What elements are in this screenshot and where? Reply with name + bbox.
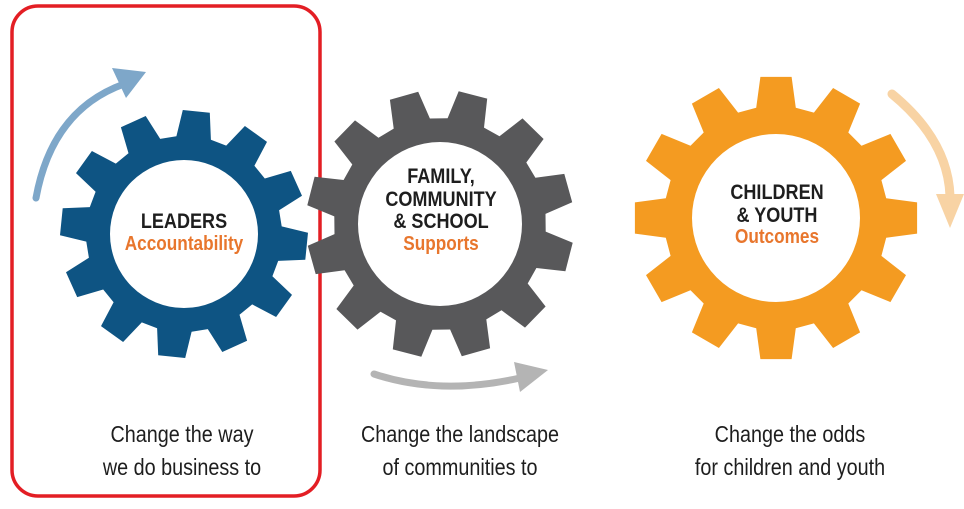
gear-subtitle: Outcomes xyxy=(734,226,820,249)
caption-line: Change the way xyxy=(110,421,254,447)
caption-line: Change the odds xyxy=(714,421,866,447)
gear-children xyxy=(634,76,918,360)
gear-label-family: FAMILY, COMMUNITY & SCHOOL Supports xyxy=(368,165,514,256)
gear-subtitle: Supports xyxy=(403,233,479,256)
gear-title: FAMILY, xyxy=(407,165,475,188)
caption-children: Change the odds for children and youth xyxy=(678,418,902,485)
caption-leaders: Change the way we do business to xyxy=(79,418,285,485)
gear-subtitle: Accountability xyxy=(124,232,244,255)
gear-family xyxy=(307,91,573,357)
gear-title: LEADERS xyxy=(140,210,228,233)
gear-leaders xyxy=(60,110,308,358)
caption-line: for children and youth xyxy=(694,454,886,481)
curved-arrow-right-icon xyxy=(370,362,548,392)
caption-line: of communities to xyxy=(382,454,538,481)
caption-line: we do business to xyxy=(102,454,262,481)
curved-arrow-up-right-icon xyxy=(32,68,146,202)
gear-title: & SCHOOL xyxy=(393,210,489,234)
caption-line: Change the landscape xyxy=(361,421,559,447)
caption-family: Change the landscape of communities to xyxy=(348,418,572,485)
gear-label-children: CHILDREN & YOUTH Outcomes xyxy=(704,181,850,249)
curved-arrow-down-icon xyxy=(887,89,964,228)
gear-title: & YOUTH xyxy=(736,203,818,227)
gear-title: CHILDREN xyxy=(730,181,824,204)
gear-label-leaders: LEADERS Accountability xyxy=(115,210,253,255)
gear-title: COMMUNITY xyxy=(385,187,497,211)
